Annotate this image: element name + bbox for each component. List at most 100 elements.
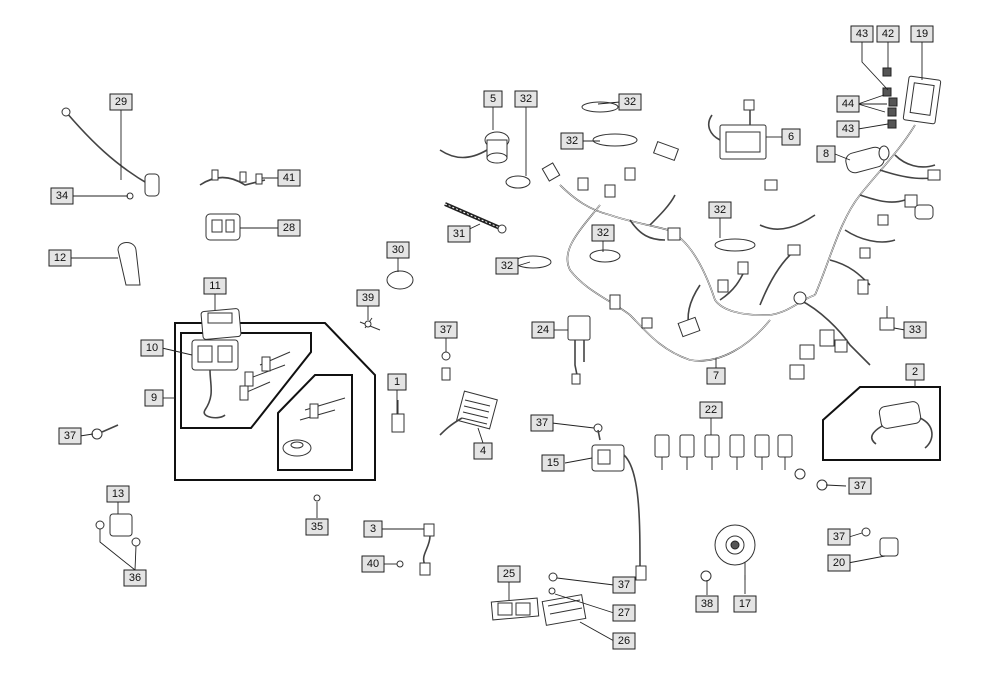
svg-text:32: 32: [624, 96, 636, 108]
label-32-c: 32: [560, 132, 584, 150]
label-7: 7: [706, 367, 726, 385]
rubber-boot: [117, 242, 141, 286]
label-37-c: 37: [530, 414, 554, 432]
svg-text:37: 37: [440, 324, 452, 336]
module-25: [490, 597, 540, 621]
svg-text:32: 32: [597, 227, 609, 239]
screw-40: [396, 560, 404, 568]
svg-text:30: 30: [392, 244, 404, 256]
svg-text:29: 29: [115, 96, 127, 108]
svg-text:31: 31: [453, 228, 465, 240]
sensor-3: [419, 523, 435, 576]
ignition-coil: [845, 145, 890, 174]
label-26: 26: [612, 632, 636, 650]
svg-text:33: 33: [909, 324, 921, 336]
svg-text:11: 11: [209, 280, 220, 292]
svg-text:9: 9: [151, 392, 157, 404]
regulator-rectifier: [439, 390, 498, 436]
svg-text:25: 25: [503, 568, 515, 580]
label-40: 40: [361, 555, 385, 573]
label-43-lower: 43: [836, 120, 860, 138]
nut-37a: [91, 428, 103, 440]
svg-text:37: 37: [833, 531, 845, 543]
svg-text:32: 32: [566, 135, 578, 147]
kit-frame-2: [822, 386, 941, 461]
svg-text:32: 32: [520, 93, 532, 105]
svg-text:6: 6: [788, 131, 794, 143]
svg-text:26: 26: [618, 635, 630, 647]
label-1: 1: [387, 373, 407, 391]
label-37-a: 37: [434, 321, 458, 339]
label-29: 29: [109, 93, 133, 111]
label-17: 17: [733, 595, 757, 613]
nut-37b: [441, 351, 451, 361]
cable-ties: [505, 101, 756, 269]
label-43: 43: [850, 25, 874, 43]
label-5: 5: [483, 90, 503, 108]
svg-text:35: 35: [311, 521, 323, 533]
label-32-b: 32: [618, 93, 642, 111]
label-32-e: 32: [591, 224, 615, 242]
labels: 19 42 43 44 43 8 6 5 32 32 32 32 32 32 2…: [48, 25, 934, 650]
label-25: 25: [497, 565, 521, 583]
throttle-cable: [61, 107, 160, 197]
lock-set: [191, 308, 291, 419]
label-32-f: 32: [495, 257, 519, 275]
label-37-e: 37: [827, 528, 851, 546]
handlebar-switch: [205, 213, 241, 241]
label-38: 38: [695, 595, 719, 613]
fuses: [882, 67, 898, 129]
svg-text:1: 1: [394, 376, 400, 388]
svg-text:4: 4: [480, 445, 486, 457]
kit-frame-keys: [277, 374, 353, 471]
svg-text:22: 22: [705, 404, 717, 416]
label-42: 42: [876, 25, 900, 43]
label-41: 41: [277, 169, 301, 187]
label-27: 27: [612, 604, 636, 622]
svg-text:17: 17: [739, 598, 751, 610]
label-30: 30: [386, 241, 410, 259]
sensor-1: [391, 400, 405, 433]
label-4: 4: [473, 442, 493, 460]
cdi-unit: [708, 99, 767, 160]
key-set: [282, 397, 346, 457]
label-12: 12: [48, 249, 72, 267]
svg-text:32: 32: [714, 204, 726, 216]
label-37-b: 37: [58, 427, 82, 445]
fuse-box: [902, 75, 942, 125]
svg-text:42: 42: [882, 28, 894, 40]
svg-text:36: 36: [129, 572, 141, 584]
fuses-22: [654, 434, 793, 470]
svg-text:44: 44: [842, 98, 854, 110]
label-20: 20: [827, 554, 851, 572]
svg-text:41: 41: [283, 172, 295, 184]
clamp-30: [386, 270, 414, 290]
main-wiring-harness: [541, 124, 941, 380]
svg-text:43: 43: [856, 28, 868, 40]
label-37-d: 37: [848, 477, 872, 495]
label-2: 2: [905, 363, 925, 381]
svg-text:20: 20: [833, 557, 845, 569]
svg-text:8: 8: [823, 148, 829, 160]
starter-relay: [591, 429, 647, 581]
svg-text:38: 38: [701, 598, 713, 610]
svg-text:27: 27: [618, 607, 630, 619]
svg-text:43: 43: [842, 123, 854, 135]
bracket-39: [359, 317, 381, 331]
label-8: 8: [816, 145, 836, 163]
nut-38: [700, 570, 712, 582]
kit-frame-9: [174, 322, 376, 481]
svg-text:10: 10: [146, 342, 158, 354]
svg-text:24: 24: [537, 324, 549, 336]
leader-lines: [70, 42, 923, 642]
label-28: 28: [277, 219, 301, 237]
label-34: 34: [50, 187, 74, 205]
nut-37d: [794, 468, 806, 480]
svg-text:5: 5: [490, 93, 496, 105]
nut-37g: [548, 572, 558, 582]
sensor-20: [879, 537, 899, 557]
relay: [567, 315, 591, 385]
svg-text:28: 28: [283, 222, 295, 234]
svg-text:3: 3: [370, 523, 376, 535]
